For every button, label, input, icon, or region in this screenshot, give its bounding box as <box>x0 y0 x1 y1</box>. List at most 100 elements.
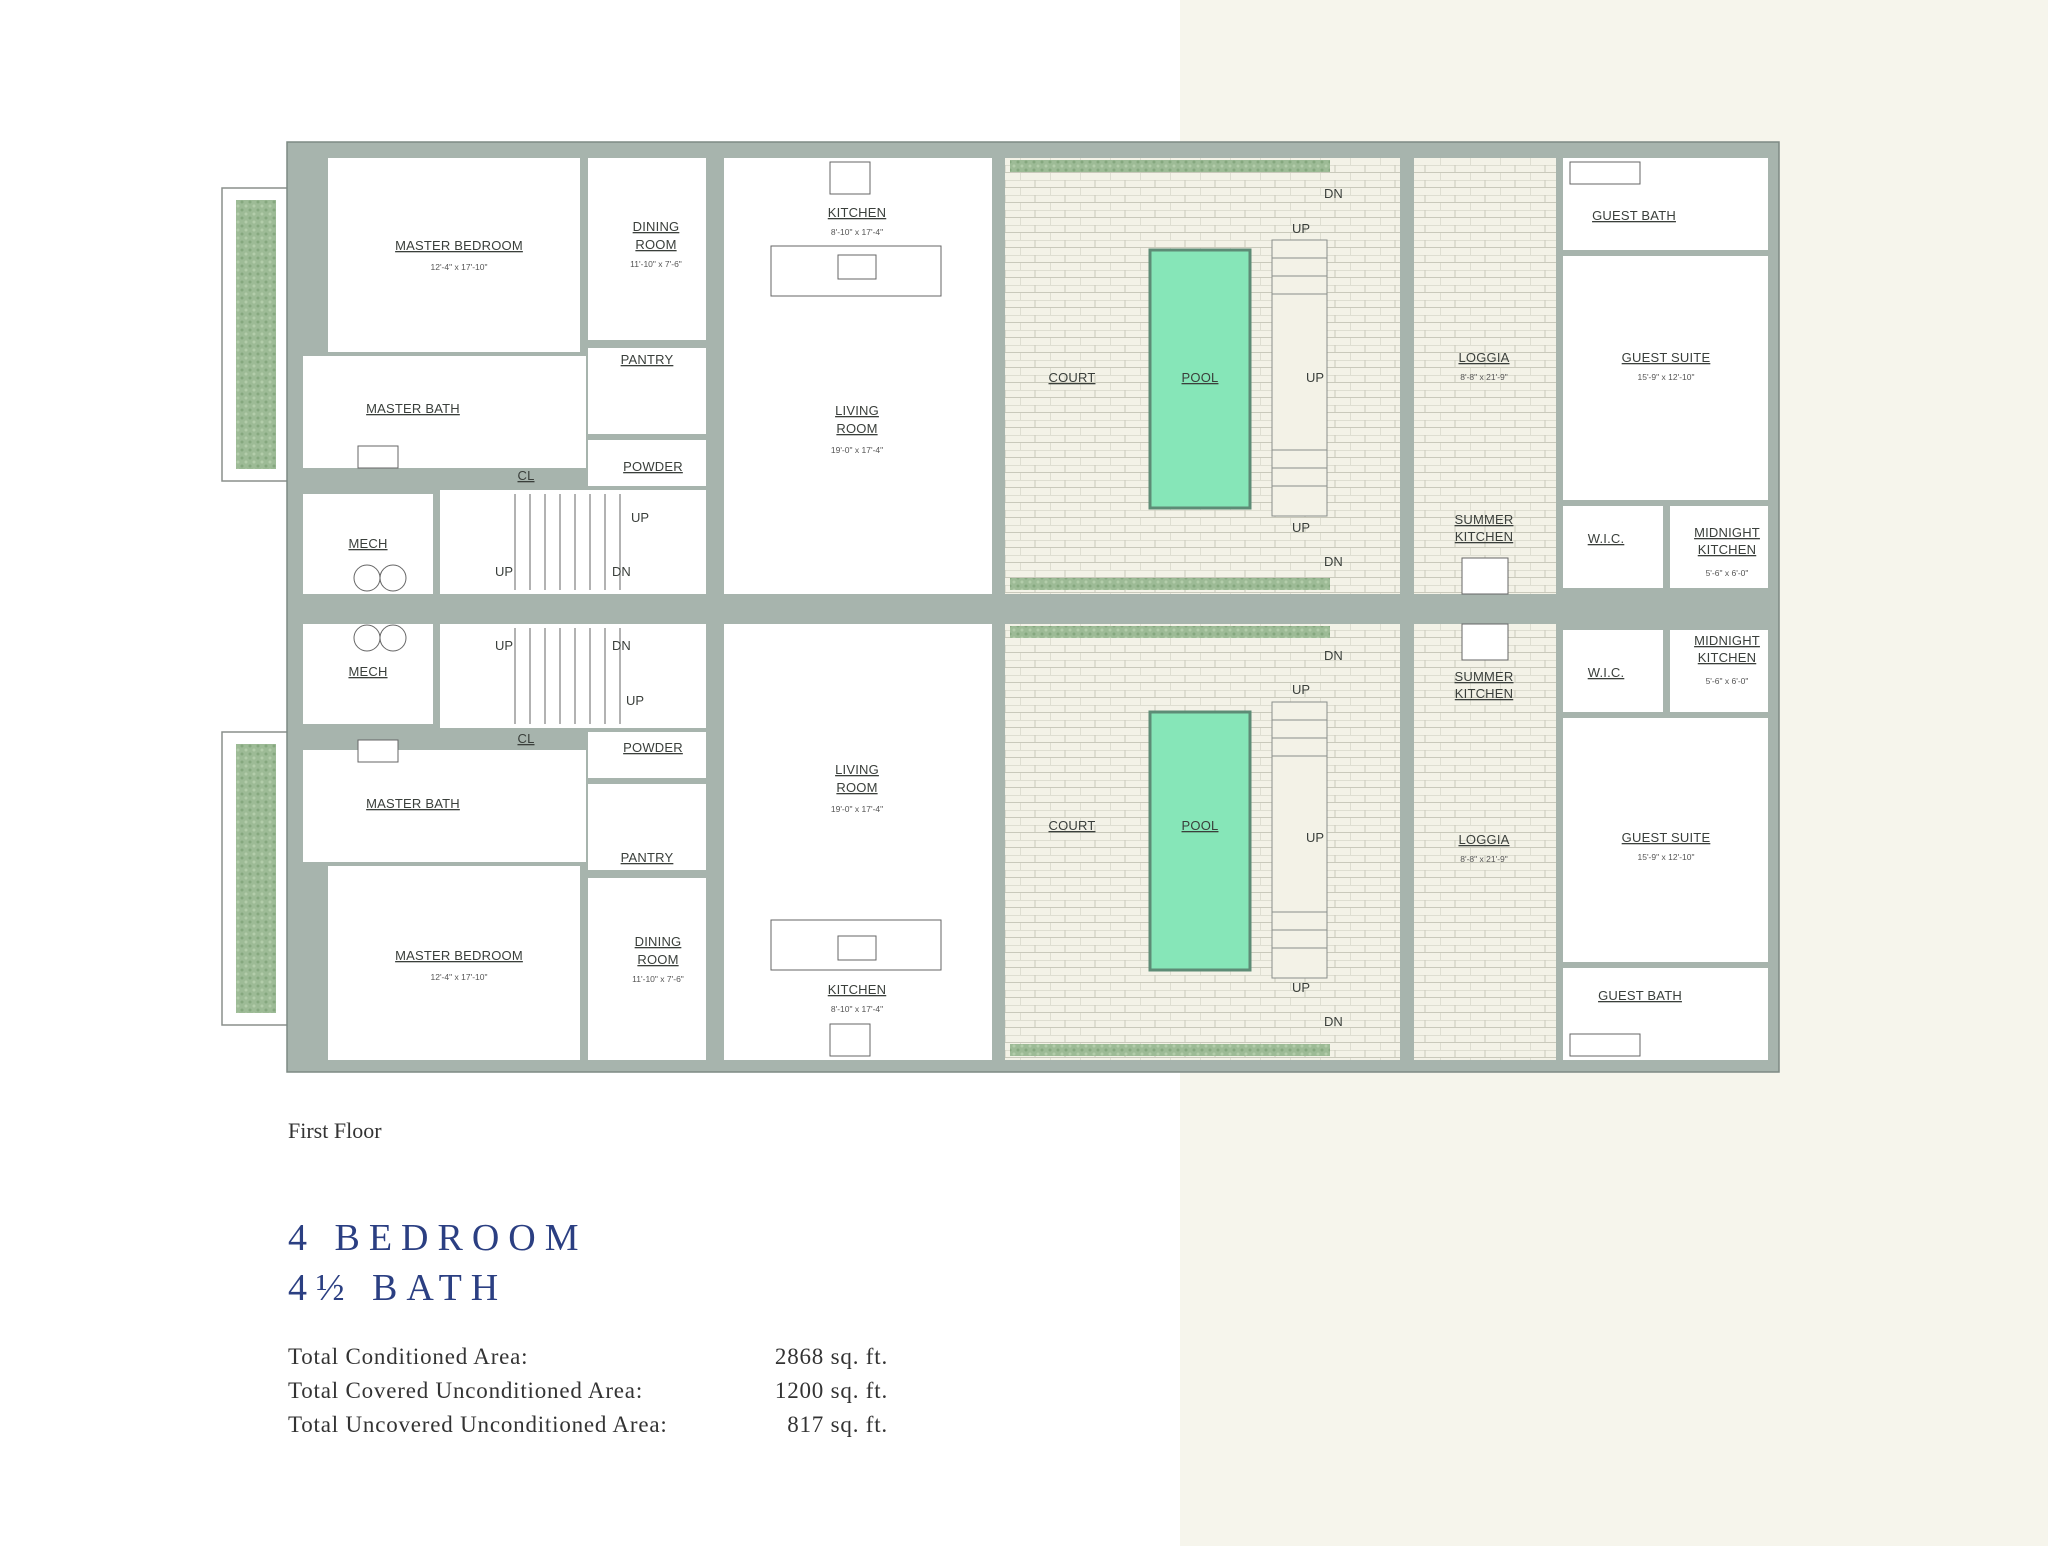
guest-suite-room <box>1563 718 1768 962</box>
label-pantry: PANTRY <box>621 352 674 367</box>
pantry-room <box>588 784 706 870</box>
summer-kitchen-counter <box>1461 557 1509 595</box>
label-court-up-2: UP <box>1306 370 1324 385</box>
dim-kitchen: 8'-10" x 17'-4" <box>831 227 883 237</box>
powder-room <box>588 440 706 486</box>
stair-tile-area <box>1330 624 1400 1060</box>
label-guest-bath: GUEST BATH <box>1592 208 1676 223</box>
label-court-dn-2: DN <box>1324 554 1343 569</box>
label-dining-room-lower: ROOM <box>637 952 678 967</box>
area-label: Total Conditioned Area: <box>288 1344 529 1369</box>
label-stair-dn-2: DN <box>612 638 631 653</box>
dim-loggia-lower: 8'-8" x 21'-9" <box>1460 854 1508 864</box>
label-court-up-6: UP <box>1292 980 1310 995</box>
label-dining: DINING <box>633 219 680 234</box>
label-stair-up-3: UP <box>495 638 513 653</box>
dim-master-bedroom-lower: 12'-4" x 17'-10" <box>430 972 487 982</box>
pool-steps <box>1271 239 1328 517</box>
loggia-area <box>1414 158 1556 594</box>
master-bedroom-room <box>328 158 580 352</box>
kitchen-living-room <box>724 624 992 1060</box>
label-master-bedroom-lower: MASTER BEDROOM <box>395 948 523 963</box>
dim-master-bedroom: 12'-4" x 17'-10" <box>430 262 487 272</box>
label-pool: POOL <box>1182 370 1219 385</box>
hedge-court-top <box>1010 160 1330 172</box>
hedge-court-bottom <box>1010 578 1330 590</box>
kitchen-living-room <box>724 158 992 594</box>
stair-treads <box>514 494 621 590</box>
headline-bedrooms: 4 BEDROOM <box>288 1217 588 1259</box>
label-summer-lower: SUMMER <box>1455 669 1514 684</box>
label-court-dn-3: DN <box>1324 648 1343 663</box>
area-row-uncovered: Total Uncovered Unconditioned Area: 817 … <box>288 1412 888 1438</box>
label-stair-up-4: UP <box>626 693 644 708</box>
label-summer-kitchen-lower: KITCHEN <box>1455 686 1513 701</box>
label-powder-lower: POWDER <box>623 740 683 755</box>
sink <box>837 935 877 961</box>
label-pool-lower: POOL <box>1182 818 1219 833</box>
hedge-upper <box>236 200 276 469</box>
wic-room <box>1563 506 1663 588</box>
range <box>829 161 871 195</box>
midnight-kitchen-room <box>1670 630 1768 712</box>
label-cl: CL <box>517 468 534 483</box>
dim-living-lower: 19'-0" x 17'-4" <box>831 804 883 814</box>
area-row-conditioned: Total Conditioned Area: 2868 sq. ft. <box>288 1344 888 1370</box>
stair-room <box>440 490 706 594</box>
label-court: COURT <box>1049 370 1096 385</box>
water-heater-2 <box>379 564 407 592</box>
label-cl-lower: CL <box>517 731 534 746</box>
label-stair-dn-1: DN <box>612 564 631 579</box>
label-summer-kitchen: KITCHEN <box>1455 529 1513 544</box>
dim-midnight-kitchen: 5'-6" x 6'-0" <box>1706 568 1749 578</box>
label-dining-room: ROOM <box>635 237 676 252</box>
label-dining-lower: DINING <box>635 934 682 949</box>
hall-room <box>436 356 586 468</box>
dim-living: 19'-0" x 17'-4" <box>831 445 883 455</box>
label-court-lower: COURT <box>1049 818 1096 833</box>
loggia-area <box>1414 624 1556 1060</box>
dim-dining-lower: 11'-10" x 7'-6" <box>632 974 684 984</box>
stair-room <box>440 624 706 728</box>
label-master-bedroom: MASTER BEDROOM <box>395 238 523 253</box>
label-midnight-lower: MIDNIGHT <box>1694 633 1760 648</box>
label-wic-lower: W.I.C. <box>1588 665 1625 680</box>
area-label: Total Covered Unconditioned Area: <box>288 1378 644 1403</box>
guest-vanity <box>1569 161 1641 185</box>
lower-unit <box>303 623 1768 1060</box>
dim-guest-suite-lower: 15'-9" x 12'-10" <box>1637 852 1694 862</box>
water-heater-2 <box>379 624 407 652</box>
pool-water <box>1148 710 1252 972</box>
pantry-room <box>588 348 706 434</box>
hedge-court-bottom <box>1010 1044 1330 1056</box>
label-stair-up-2: UP <box>495 564 513 579</box>
hedge-court-top <box>1010 626 1330 638</box>
midnight-kitchen-room <box>1670 506 1768 588</box>
dining-room-room <box>588 158 706 340</box>
label-guest-suite: GUEST SUITE <box>1622 350 1711 365</box>
pool-steps <box>1271 701 1328 979</box>
label-living-room-lower: ROOM <box>836 780 877 795</box>
pool-water <box>1148 248 1252 510</box>
plan-caption: First Floor <box>288 1118 382 1143</box>
label-court-dn-1: DN <box>1324 186 1343 201</box>
label-loggia: LOGGIA <box>1458 350 1509 365</box>
label-court-dn-4: DN <box>1324 1014 1343 1029</box>
toilet <box>357 445 399 469</box>
hedge-lower <box>236 744 276 1013</box>
label-pantry-lower: PANTRY <box>621 850 674 865</box>
toilet <box>357 739 399 763</box>
master-bedroom-room <box>328 866 580 1060</box>
stair-tile-area <box>1330 158 1400 594</box>
label-loggia-lower: LOGGIA <box>1458 832 1509 847</box>
area-value: 1200 sq. ft. <box>774 1378 888 1403</box>
label-wic: W.I.C. <box>1588 531 1625 546</box>
range <box>829 1023 871 1057</box>
label-court-up-1: UP <box>1292 221 1310 236</box>
label-stair-up-1: UP <box>631 510 649 525</box>
area-value: 817 sq. ft. <box>787 1412 888 1437</box>
headline-baths: 4½ BATH <box>288 1267 508 1309</box>
label-mech-lower: MECH <box>348 664 387 679</box>
label-court-up-4: UP <box>1292 682 1310 697</box>
